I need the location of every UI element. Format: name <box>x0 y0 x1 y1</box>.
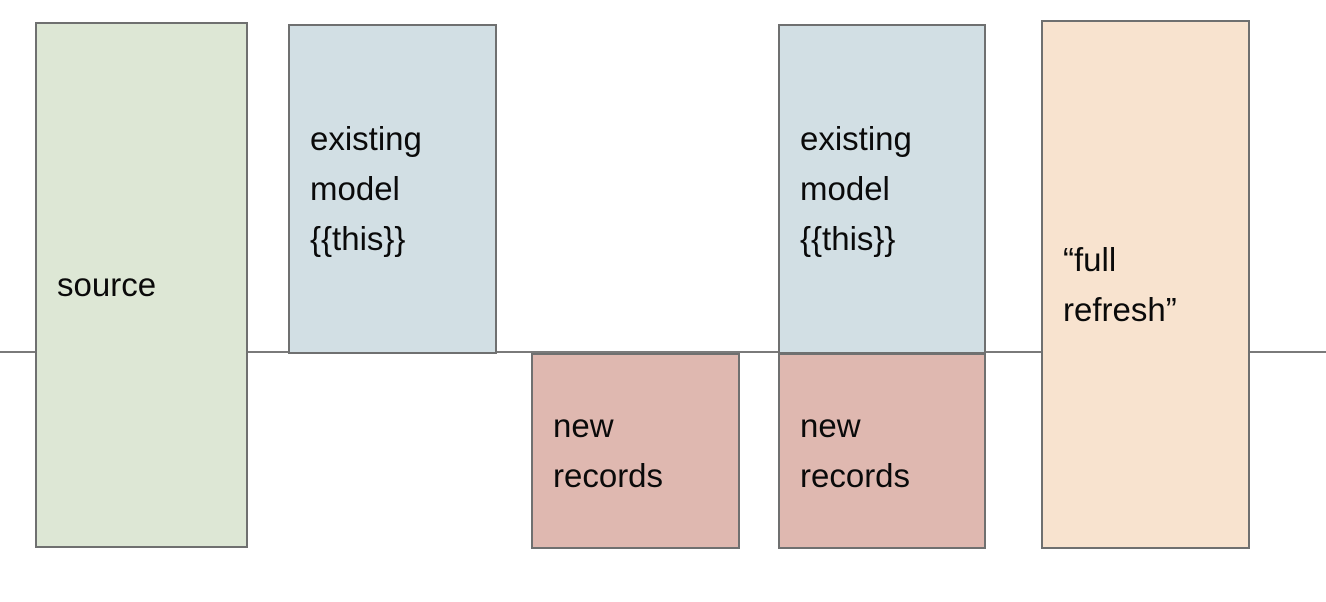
box-existing-model-1[interactable]: existing model {{this}} <box>288 24 497 354</box>
box-new-records-2[interactable]: new records <box>778 353 986 549</box>
box-existing-model-1-label: existing model {{this}} <box>310 120 422 257</box>
box-new-records-1[interactable]: new records <box>531 353 740 549</box>
box-new-records-2-label: new records <box>800 407 911 494</box>
box-existing-model-2[interactable]: existing model {{this}} <box>778 24 986 354</box>
box-new-records-1-label: new records <box>553 407 664 494</box>
box-full-refresh[interactable]: “full refresh” <box>1041 20 1250 549</box>
box-source-label: source <box>57 266 157 303</box>
box-full-refresh-label: “full refresh” <box>1063 240 1177 328</box>
horizontal-axis-line <box>0 351 1326 353</box>
box-source[interactable]: source <box>35 22 248 548</box>
box-existing-model-2-label: existing model {{this}} <box>800 120 912 257</box>
